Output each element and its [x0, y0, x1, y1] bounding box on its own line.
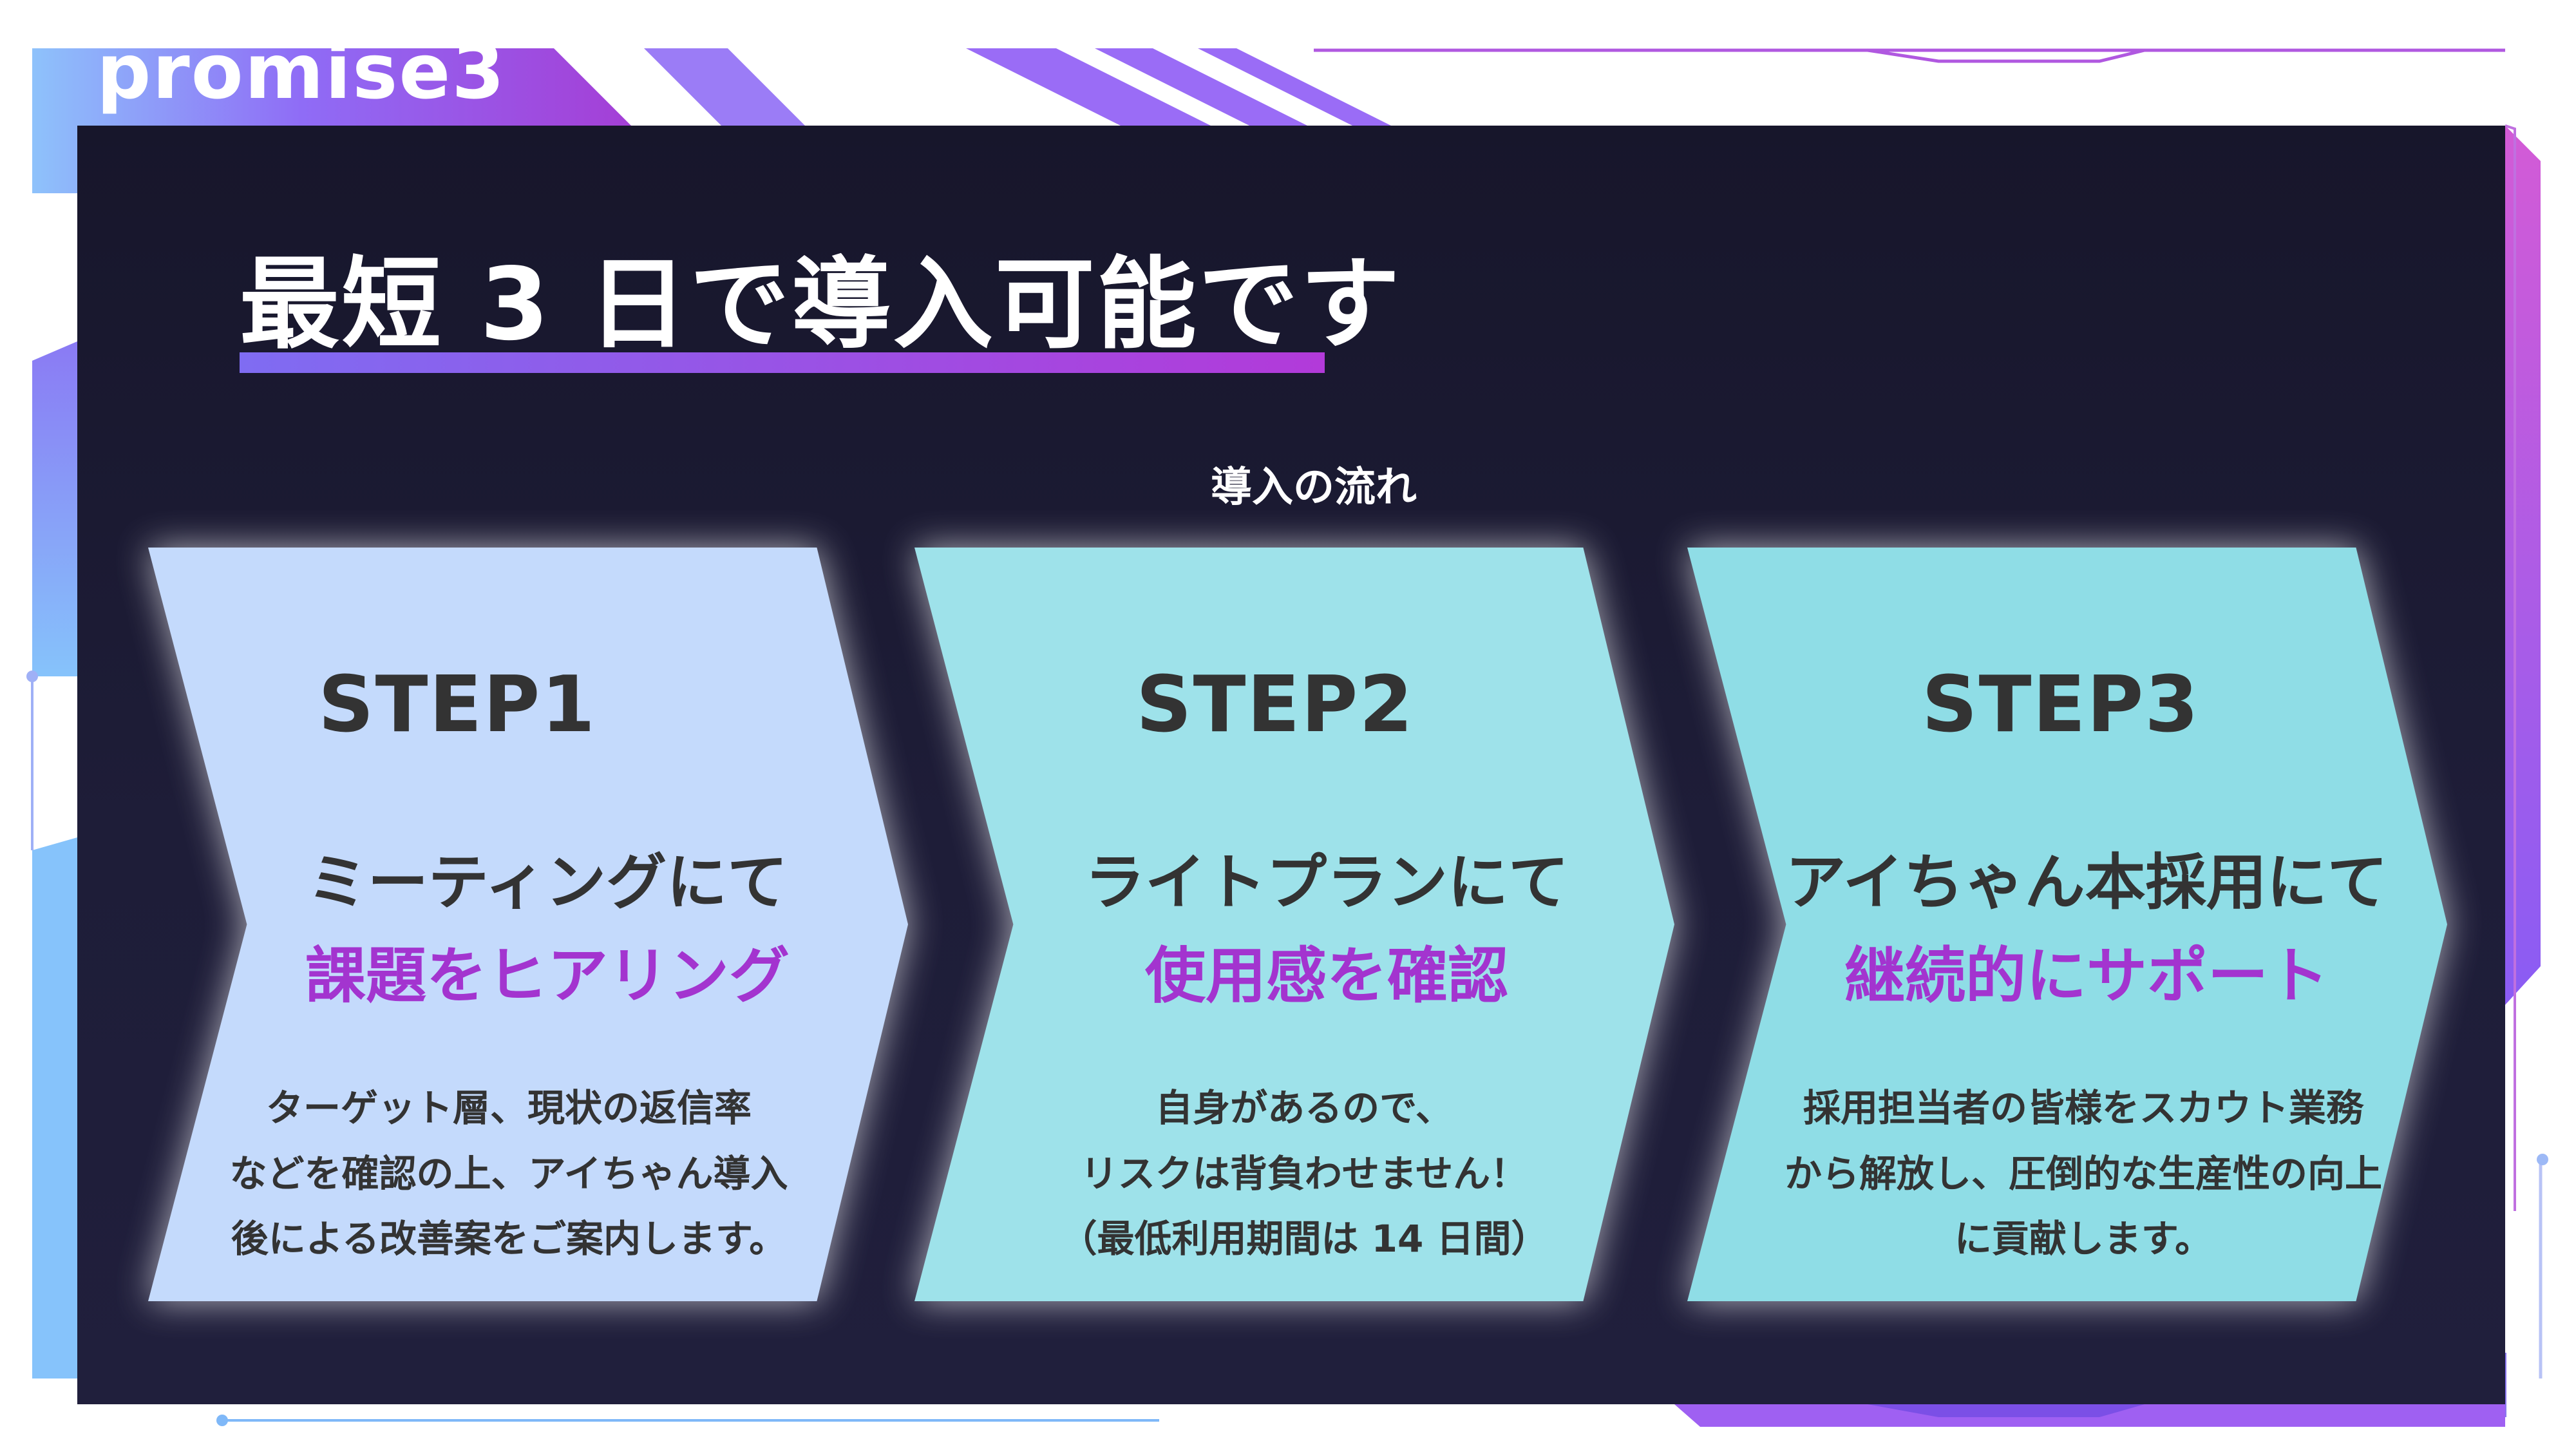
section-subtitle: 導入の流れ [1211, 464, 1417, 511]
top-stripe [1095, 48, 1307, 126]
chevron-shape [914, 548, 1674, 1301]
step-card-2: STEP2 ライトプランにて 使用感を確認 自身があるので、 リスクは背負わせま… [914, 548, 1674, 1301]
step-description: ターゲット層、現状の返信率 などを確認の上、アイちゃん導入 後による改善案をご案… [129, 1076, 889, 1272]
step-description-line: リスクは背負わせません！ [1080, 1151, 1528, 1196]
left-bar-upper [32, 341, 77, 676]
step-card-3: STEP3 アイちゃん本採用にて 継続的にサポート 採用担当者の皆様をスカウト業… [1687, 548, 2447, 1301]
chevron-shape [1687, 548, 2447, 1301]
step-description-line: などを確認の上、アイちゃん導入 [229, 1151, 788, 1196]
step-description-line: 後による改善案をご案内します。 [231, 1217, 787, 1261]
step-card-1: STEP1 ミーティングにて 課題をヒアリング ターゲット層、現状の返信率 など… [148, 548, 908, 1301]
top-stripe [1198, 48, 1391, 126]
brand-logo: promise3 [97, 27, 506, 116]
title-block: 最短 3 日で導入可能です [240, 254, 1402, 383]
step-description-line: に貢献します。 [1954, 1217, 2213, 1261]
step-description-line: （最低利用期間は 14 日間） [1059, 1217, 1549, 1261]
step-description: 採用担当者の皆様をスカウト業務 から解放し、圧倒的な生産性の向上 に貢献します。 [1703, 1076, 2463, 1272]
right-bar [2505, 126, 2541, 1005]
step-description-line: から解放し、圧倒的な生産性の向上 [1784, 1151, 2382, 1196]
step-heading: ミーティングにて [307, 848, 788, 918]
step-heading: ライトプランにて [1084, 848, 1569, 918]
step-accent: 課題をヒアリング [305, 941, 790, 1011]
title-underline [240, 352, 1325, 373]
step-label: STEP3 [1922, 660, 2200, 750]
step-accent: 使用感を確認 [1144, 941, 1508, 1011]
step-description-line: 採用担当者の皆様をスカウト業務 [1803, 1086, 2363, 1130]
step-label: STEP2 [1136, 660, 1414, 750]
step-description-line: ターゲット層、現状の返信率 [265, 1086, 752, 1130]
left-bar-lower [32, 837, 77, 1378]
top-banner [32, 48, 631, 193]
top-stripe [644, 48, 805, 126]
step-label: STEP1 [318, 660, 596, 750]
step-description: 自身があるので、 リスクは背負わせません！ （最低利用期間は 14 日間） [924, 1076, 1684, 1272]
page-title: 最短 3 日で導入可能です [240, 246, 1402, 363]
step-heading: アイちゃん本採用にて [1785, 848, 2388, 918]
step-accent: 継続的にサポート [1844, 941, 2329, 1011]
chevron-shape [148, 548, 908, 1301]
top-stripe [966, 48, 1211, 126]
step-description-line: 自身があるので、 [1155, 1086, 1453, 1130]
